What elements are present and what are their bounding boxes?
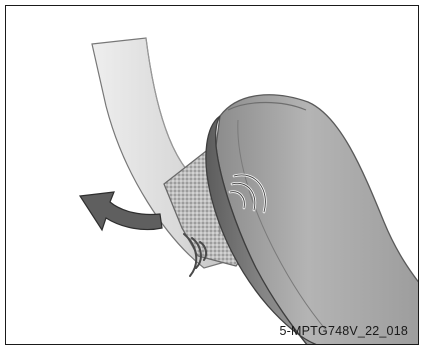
shoe bbox=[206, 95, 419, 345]
figure-caption: 5-MPTG748V_22_018 bbox=[280, 324, 408, 338]
illustration-frame: 5-MPTG748V_22_018 bbox=[5, 5, 419, 345]
pedal-release-illustration bbox=[6, 6, 419, 345]
